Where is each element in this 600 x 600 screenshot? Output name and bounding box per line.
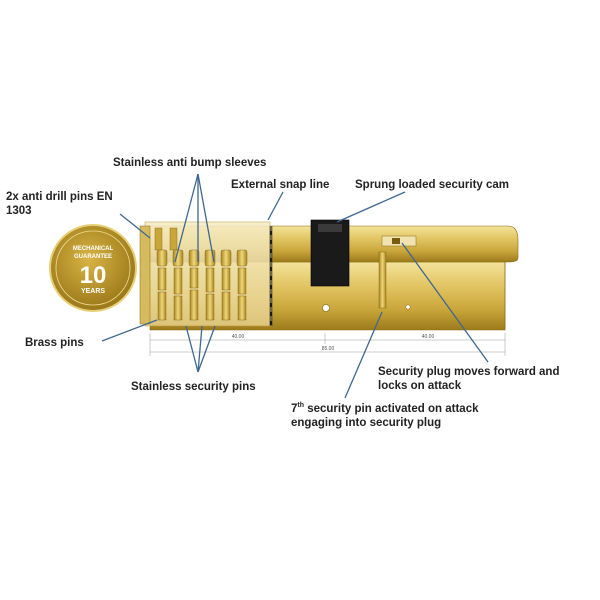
body-hole <box>405 304 411 310</box>
leader-lines <box>101 173 489 399</box>
pin-stack <box>236 249 248 321</box>
label-seventh-pin: 7th security pin activated on attack eng… <box>291 402 479 430</box>
anti-drill-pin <box>154 227 163 251</box>
label-seventh-pin-line2: engaging into security plug <box>291 417 442 429</box>
label-security-plug-line2: locks on attack <box>378 380 462 392</box>
guarantee-badge: MECHANICAL GUARANTEE 10 YEARS <box>49 224 137 312</box>
seventh-security-pin <box>378 251 387 309</box>
anti-drill-pin <box>169 227 178 251</box>
badge-unit: YEARS <box>81 288 105 295</box>
label-anti-bump-sleeves: Stainless anti bump sleeves <box>113 157 267 169</box>
label-seventh-pin-line1: 7th security pin activated on attack <box>291 402 479 416</box>
label-seventh-pin-sup: th <box>297 402 305 410</box>
dimension-lines <box>149 333 506 356</box>
dimension-right: 40.00 <box>422 334 435 340</box>
label-brass-pins: Brass pins <box>25 337 84 349</box>
label-stainless-security-pins: Stainless security pins <box>131 381 256 393</box>
pin-stack <box>172 249 184 321</box>
label-anti-drill-pins: 2x anti drill pins EN 1303 <box>6 190 113 218</box>
cam-hole <box>322 304 330 312</box>
label-anti-drill-pins-line2: 1303 <box>6 205 32 217</box>
pin-stacks <box>156 249 248 321</box>
pin-stack <box>156 249 168 321</box>
label-security-plug: Security plug moves forward and locks on… <box>378 365 559 393</box>
dimension-left: 40.00 <box>232 334 245 340</box>
left-end-cap <box>139 225 151 325</box>
badge-line1: MECHANICAL <box>73 246 114 252</box>
label-seventh-pin-ordinal: 7 <box>291 403 298 415</box>
pin-stack <box>188 249 200 321</box>
label-anti-drill-pins-line1: 2x anti drill pins EN <box>6 191 113 203</box>
label-security-plug-line1: Security plug moves forward and <box>378 366 560 378</box>
label-external-snap-line: External snap line <box>231 179 330 191</box>
dimension-total: 85.00 <box>322 346 335 352</box>
badge-number: 10 <box>80 262 107 289</box>
label-seventh-pin-line1-rest: security pin activated on attack <box>304 403 479 415</box>
badge-line2: GUARANTEE <box>74 254 112 260</box>
label-sprung-cam: Sprung loaded security cam <box>355 179 510 191</box>
pin-stack <box>220 249 232 321</box>
